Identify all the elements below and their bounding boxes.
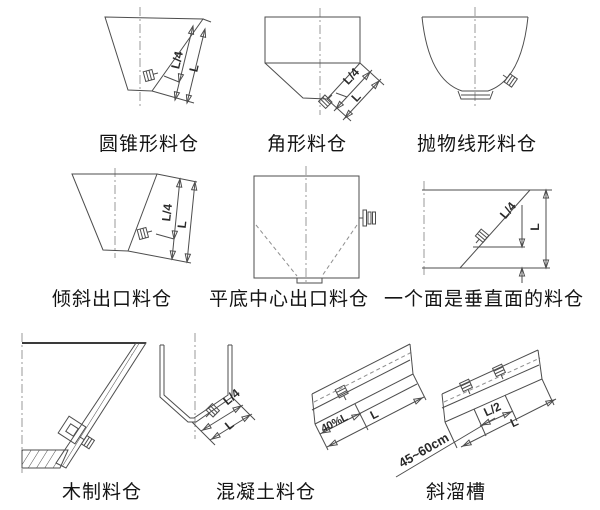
dimension-lines-left: 40%L L <box>314 373 427 451</box>
dimension-lines: L/4 L <box>151 18 212 105</box>
hopper-outline <box>253 175 360 284</box>
dim-label-quarter: L/4 <box>168 50 186 70</box>
dimension-lines: L/4 L <box>326 62 385 122</box>
hopper-outline <box>264 16 361 100</box>
inclined-chute-figure: 40%L L L/2 L 45~60cm <box>311 343 557 478</box>
dim-label-full-right: L <box>508 414 521 430</box>
hopper-outline <box>21 342 147 469</box>
dim-label-quarter: L/4 <box>497 199 519 222</box>
dim-label-full-left: L <box>368 407 381 423</box>
dim-label-full: L <box>348 90 363 105</box>
dim-label-full: L <box>186 63 201 73</box>
caption-conical-hopper: 圆锥形料仓 <box>98 134 200 155</box>
caption-flat-bottom: 平底中心出口料仓 <box>208 289 370 310</box>
wooden-hopper-figure <box>21 333 147 473</box>
caption-concrete-hopper: 混凝土料仓 <box>215 482 317 503</box>
angular-hopper-figure: L/4 L <box>264 8 385 122</box>
hopper-outline <box>159 344 233 423</box>
dimension-lines-right: L/2 L <box>444 378 557 449</box>
caption-parabolic-hopper: 抛物线形料仓 <box>416 134 538 155</box>
spacing-annotation: 45~60cm <box>395 417 496 478</box>
caption-angular-hopper: 角形料仓 <box>266 134 348 155</box>
parabolic-hopper-figure <box>421 7 529 109</box>
dim-label-full: L <box>175 220 190 229</box>
bottom-wall <box>21 449 69 469</box>
dimension-lines: L/4 L <box>473 189 550 283</box>
vibrator-icon <box>79 434 96 450</box>
vibrator-icon <box>502 73 519 88</box>
dimension-lines: L/4 L <box>127 173 199 264</box>
hopper-outline <box>421 16 529 100</box>
vibrator-icon <box>205 402 221 418</box>
caption-vertical-face: 一个面是垂直面的料仓 <box>383 289 585 310</box>
dim-label-full: L <box>528 223 542 230</box>
hopper-outline <box>422 189 552 269</box>
dim-label-partial: 40%L <box>319 411 350 435</box>
dimension-lines: L/4 L <box>191 386 256 446</box>
slanted-wall <box>55 342 147 469</box>
flat-bottom-hopper-figure <box>253 166 376 284</box>
vibrator-icon <box>317 94 333 110</box>
caption-inclined-outlet: 倾斜出口料仓 <box>51 289 173 310</box>
dim-label-half: L/2 <box>481 399 503 419</box>
caption-inclined-chute: 斜溜槽 <box>425 482 487 503</box>
caption-wooden-hopper: 木制料仓 <box>61 482 143 503</box>
vibrator-icon <box>491 363 507 380</box>
vibrator-icon <box>142 68 159 83</box>
mounting-plate <box>57 415 87 445</box>
vibrator-icon <box>474 228 490 244</box>
chute-right <box>441 349 543 423</box>
concrete-hopper-figure: L/4 L <box>159 333 256 446</box>
outlet <box>457 90 494 100</box>
chute-left <box>311 343 414 425</box>
conical-hopper-figure: L/4 L <box>104 7 212 107</box>
hopper-outline <box>104 16 204 92</box>
vibrator-icon <box>334 384 349 401</box>
inclined-outlet-hopper-figure: L/4 L <box>71 168 199 264</box>
dim-label-spacing: 45~60cm <box>396 430 451 471</box>
outlet <box>296 278 323 284</box>
vertical-face-hopper-figure: L/4 L <box>422 181 552 283</box>
vibrator-icon <box>359 209 376 227</box>
vibrator-icon <box>458 378 474 395</box>
vibrator-icon <box>136 226 153 241</box>
dim-label-quarter: L/4 <box>159 203 175 222</box>
